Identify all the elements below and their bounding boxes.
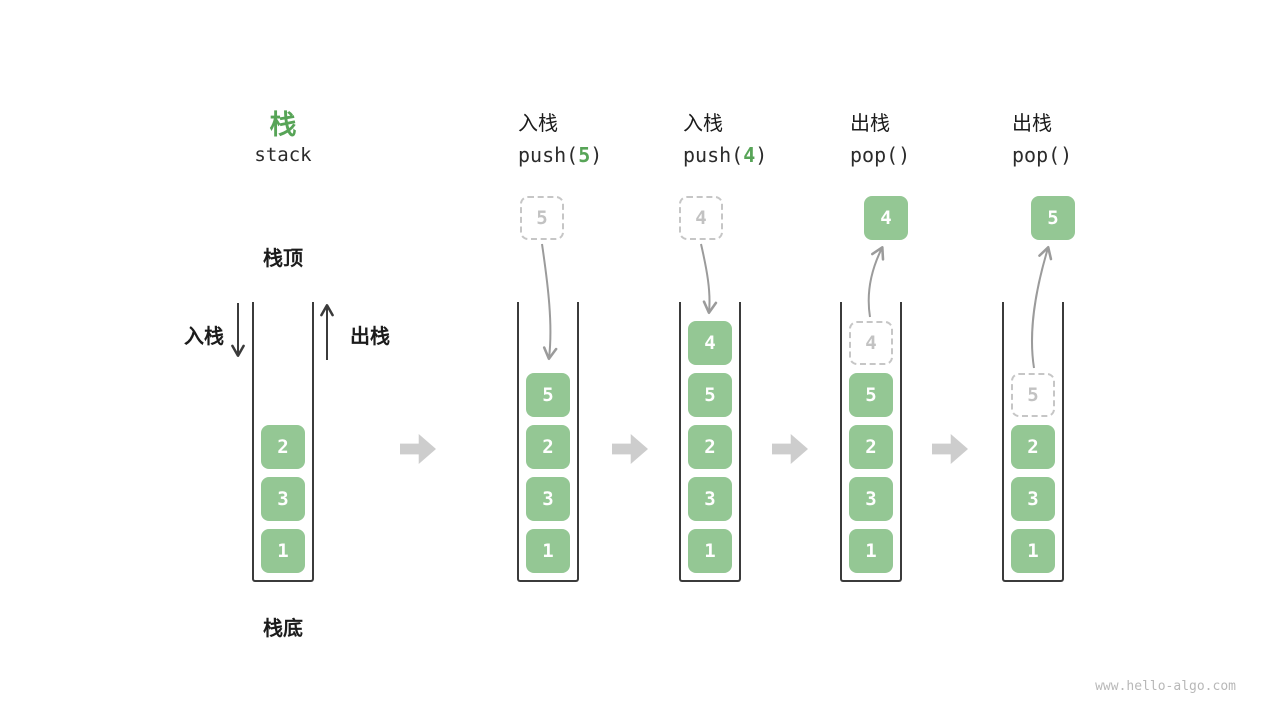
code-pre: push( bbox=[518, 143, 579, 167]
stack-cell: 3 bbox=[261, 477, 305, 521]
step-push4-code: push(4) bbox=[683, 143, 767, 167]
pop-direction-label: 出栈 bbox=[350, 326, 390, 348]
stack-cell: 1 bbox=[261, 529, 305, 573]
diagram-title-en: stack bbox=[254, 144, 312, 166]
floating-value-popped: 4 bbox=[864, 196, 908, 240]
stack-cell: 5 bbox=[849, 373, 893, 417]
stack-cell: 1 bbox=[688, 529, 732, 573]
stack-cell: 2 bbox=[849, 425, 893, 469]
code-pre: push( bbox=[683, 143, 744, 167]
floating-value-popped: 5 bbox=[1031, 196, 1075, 240]
code-post: ) bbox=[590, 143, 603, 167]
floating-value-dashed: 5 bbox=[520, 196, 564, 240]
stack-cell: 2 bbox=[261, 425, 305, 469]
flow-arrow-icon bbox=[932, 434, 968, 464]
step-push5-code: push(5) bbox=[518, 143, 602, 167]
code-pre: pop() bbox=[1012, 143, 1073, 167]
stack-top-label: 栈顶 bbox=[263, 248, 303, 270]
step-push5-op-label: 入栈 bbox=[518, 113, 558, 135]
stack-cell-ghost: 4 bbox=[849, 321, 893, 365]
floating-value-dashed: 4 bbox=[679, 196, 723, 240]
flow-arrow-icon bbox=[772, 434, 808, 464]
stack-cell-ghost: 5 bbox=[1011, 373, 1055, 417]
code-pre: pop() bbox=[850, 143, 911, 167]
step-pop5-op-label: 出栈 bbox=[1012, 113, 1052, 135]
push-direction-label: 入栈 bbox=[184, 326, 224, 348]
stack-bottom-label: 栈底 bbox=[263, 618, 303, 640]
site-watermark: www.hello-algo.com bbox=[1095, 679, 1236, 694]
code-arg: 4 bbox=[743, 143, 756, 167]
step-pop5-code: pop() bbox=[1012, 143, 1072, 167]
stack-cell: 5 bbox=[688, 373, 732, 417]
stack-cell: 5 bbox=[526, 373, 570, 417]
flow-arrow-icon bbox=[612, 434, 648, 464]
stack-cell: 3 bbox=[688, 477, 732, 521]
stack-cell: 1 bbox=[526, 529, 570, 573]
stack-cell: 3 bbox=[1011, 477, 1055, 521]
stack-cell: 2 bbox=[526, 425, 570, 469]
step-pop4-op-label: 出栈 bbox=[850, 113, 890, 135]
stack-cell: 3 bbox=[849, 477, 893, 521]
stack-cell: 4 bbox=[688, 321, 732, 365]
stack-cell: 2 bbox=[688, 425, 732, 469]
diagram-title-zh: 栈 bbox=[269, 110, 297, 140]
code-post: ) bbox=[755, 143, 768, 167]
flow-arrow-icon bbox=[400, 434, 436, 464]
step-pop4-code: pop() bbox=[850, 143, 910, 167]
stack-cell: 1 bbox=[1011, 529, 1055, 573]
step-push4-op-label: 入栈 bbox=[683, 113, 723, 135]
stack-cell: 1 bbox=[849, 529, 893, 573]
stack-cell: 2 bbox=[1011, 425, 1055, 469]
code-arg: 5 bbox=[578, 143, 591, 167]
stack-cell: 3 bbox=[526, 477, 570, 521]
